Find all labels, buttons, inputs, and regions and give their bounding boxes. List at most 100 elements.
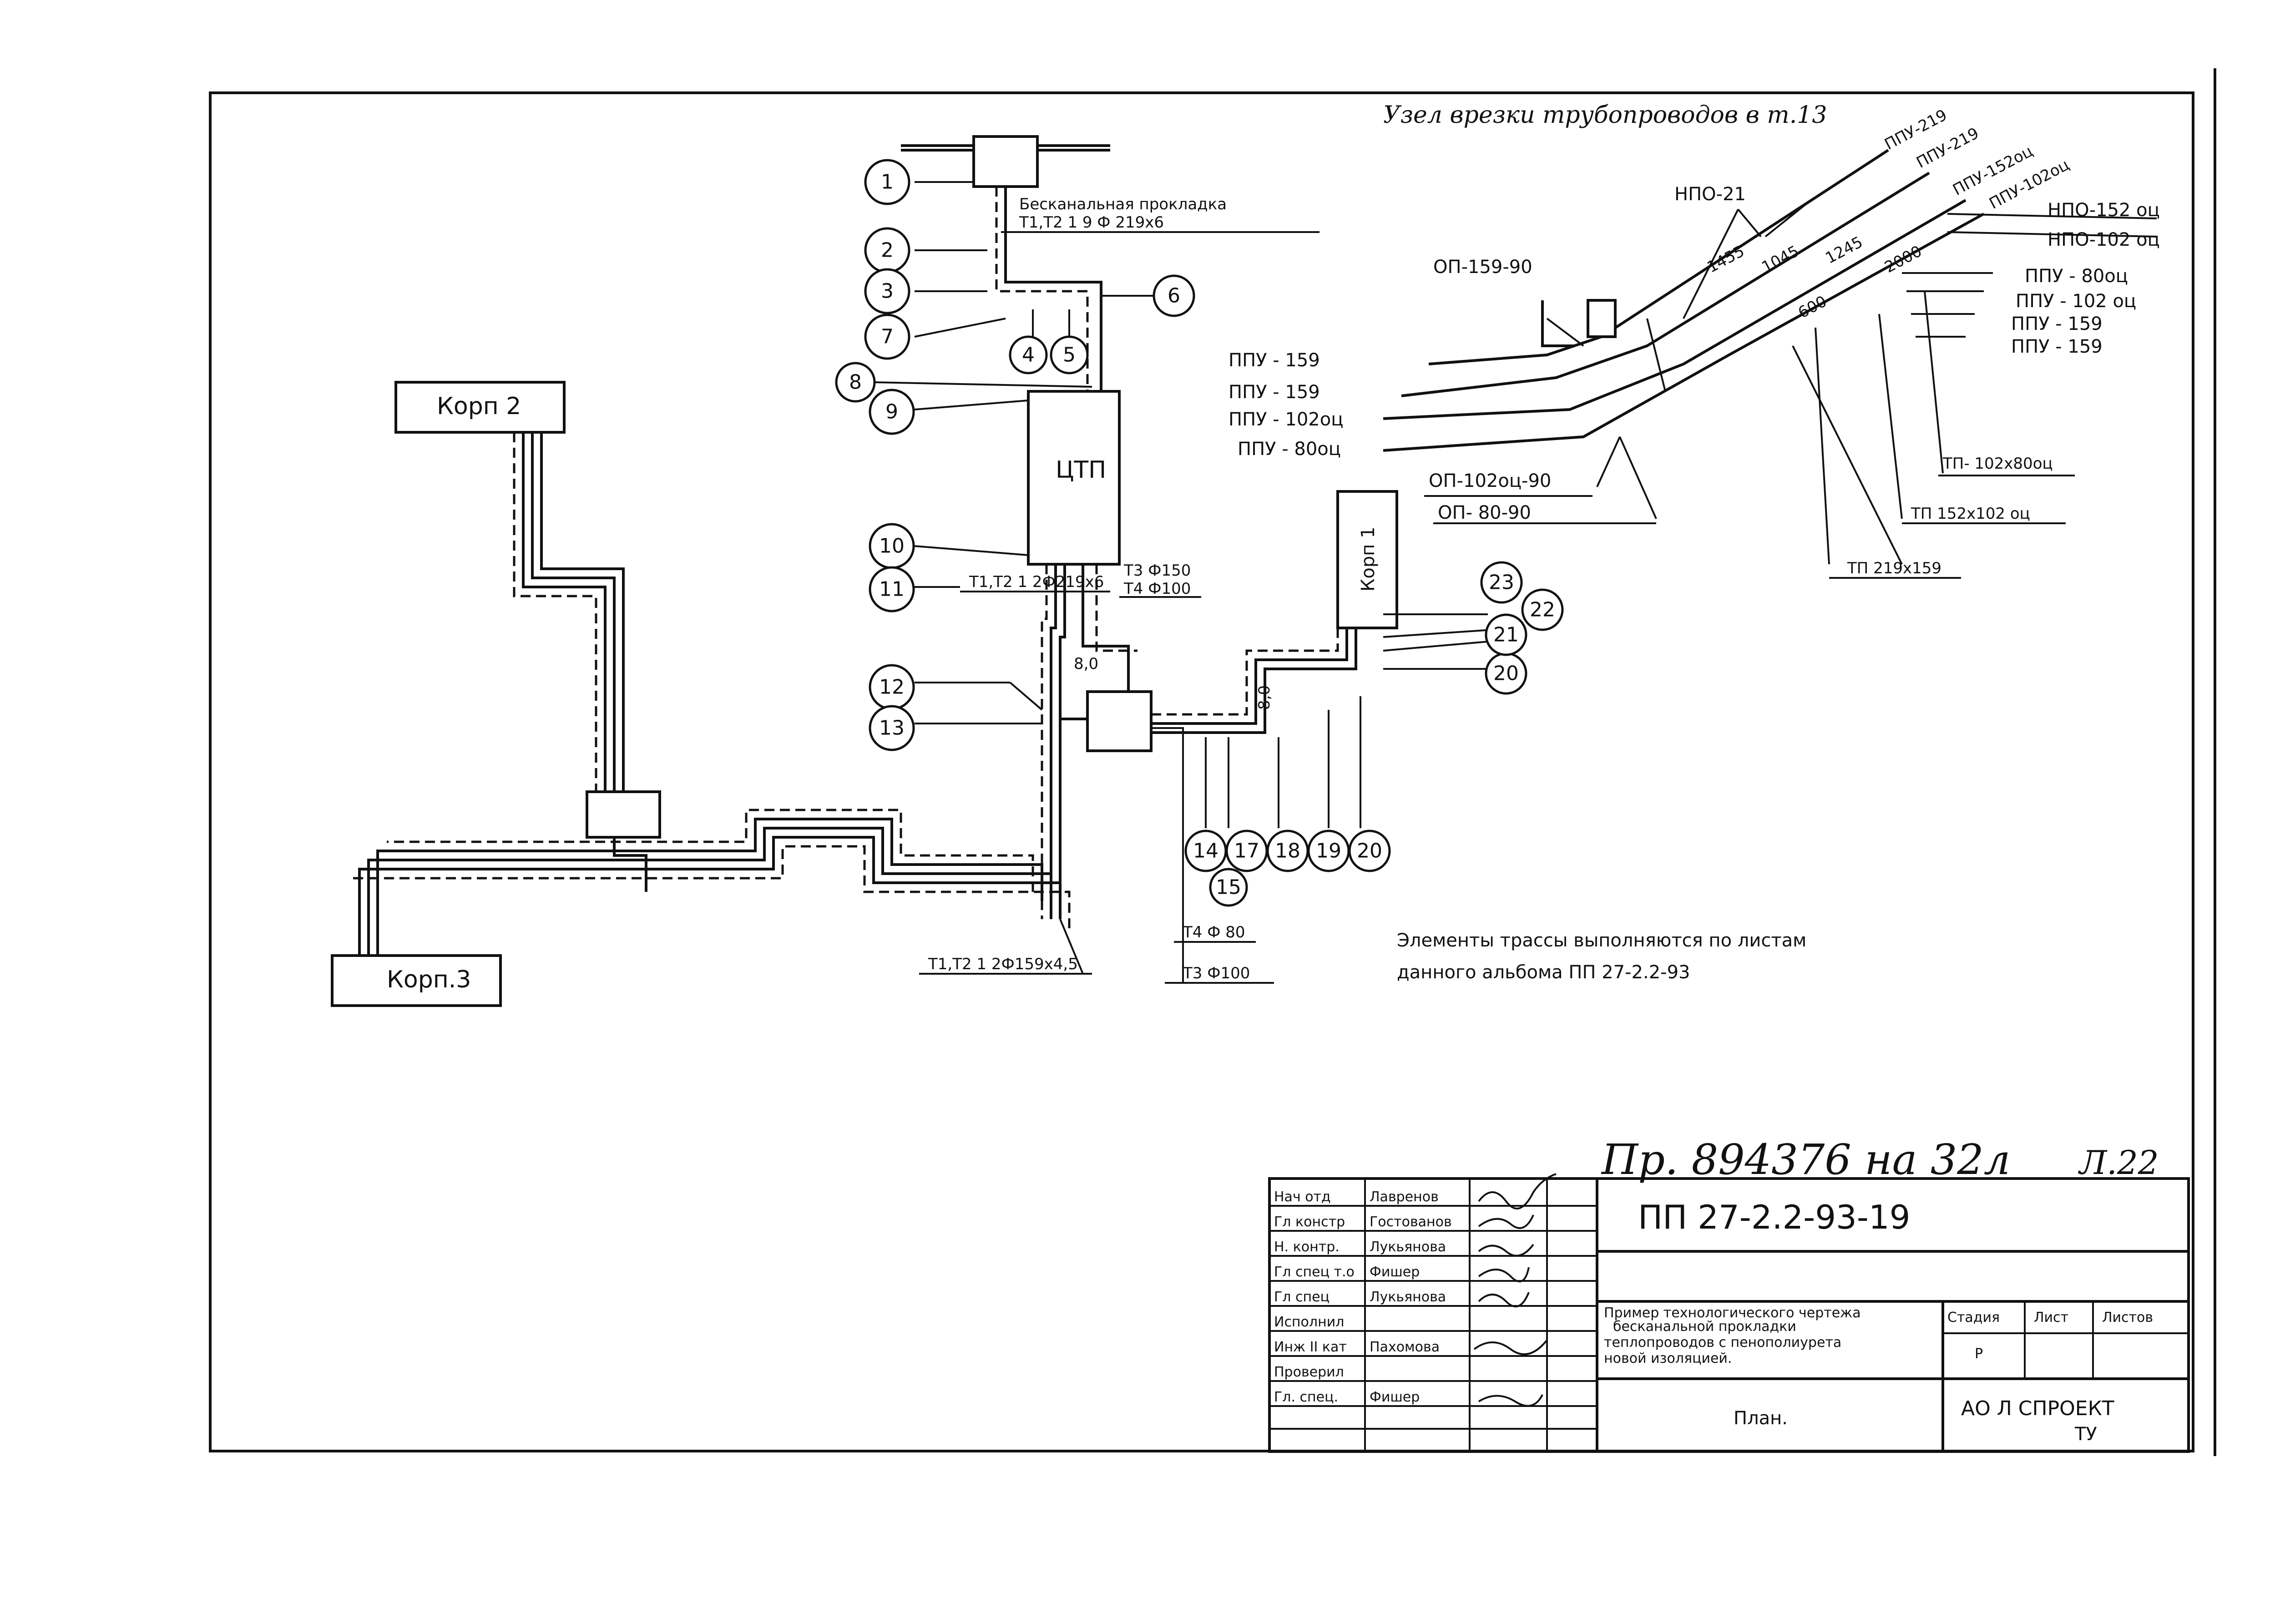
role-8: Гл. спец. xyxy=(1274,1389,1338,1405)
dim-1455: 1455 xyxy=(1704,242,1747,277)
handwritten-inventory-no: Пр. 894376 на 32л xyxy=(1601,1135,2010,1184)
role-1: Гл констр xyxy=(1274,1214,1345,1230)
stage-header: Стадия xyxy=(1947,1310,2000,1326)
callout-3: 3 xyxy=(864,268,910,314)
callout-17: 17 xyxy=(1225,830,1268,872)
detail-title: Узел врезки трубопроводов в т.13 xyxy=(1383,101,1827,129)
name-1: Гостованов xyxy=(1370,1214,1452,1230)
label-op80: ОП- 80-90 xyxy=(1438,502,1531,523)
dim-8-0-a: 8,0 xyxy=(1074,655,1098,673)
label-t4-80: Т4 Ф 80 xyxy=(1183,923,1245,941)
callout-8: 8 xyxy=(835,362,876,403)
svg-text:12: 12 xyxy=(879,676,905,699)
callout-11: 11 xyxy=(869,566,915,612)
svg-text:21: 21 xyxy=(1493,623,1519,647)
korp2-label: Корп 2 xyxy=(437,393,521,420)
label-l-ppu102: ППУ - 102оц xyxy=(1228,409,1343,430)
desc-line-4: новой изоляцией. xyxy=(1604,1351,1732,1366)
stage-value: Р xyxy=(1975,1346,1983,1362)
note-line-2: данного альбома ПП 27-2.2-93 xyxy=(1397,962,1690,983)
callout-23: 23 xyxy=(1480,561,1523,604)
desc-line-2: бесканальной прокладки xyxy=(1613,1319,1796,1335)
svg-text:15: 15 xyxy=(1216,876,1241,899)
detail-pipes xyxy=(1383,149,2157,565)
role-2: Н. контр. xyxy=(1274,1239,1340,1255)
svg-text:6: 6 xyxy=(1168,284,1180,308)
callout-19: 19 xyxy=(1307,830,1350,872)
svg-text:5: 5 xyxy=(1063,344,1076,367)
doc-code: ПП 27-2.2-93-19 xyxy=(1638,1198,1910,1236)
callout-14: 14 xyxy=(1184,830,1227,872)
korp2-chamber xyxy=(586,790,661,839)
org-name-2: ТУ xyxy=(2074,1424,2097,1445)
label-npo102: НПО-102 оц xyxy=(2048,229,2160,250)
route-korp3 xyxy=(350,809,1071,956)
sheet-header: Лист xyxy=(2034,1310,2068,1326)
note-line-1: Элементы трассы выполняются по листам xyxy=(1397,930,1806,951)
svg-text:9: 9 xyxy=(885,400,898,424)
label-t3-150: Т3 Ф150 xyxy=(1123,562,1191,580)
svg-text:2: 2 xyxy=(881,239,894,262)
svg-text:20: 20 xyxy=(1357,840,1382,863)
callout-20-a: 20 xyxy=(1485,652,1527,695)
desc-line-3: теплопроводов с пенополиурета xyxy=(1604,1335,1841,1351)
dim-2000: 2000 xyxy=(1881,242,1925,277)
name-3: Фишер xyxy=(1370,1264,1420,1280)
svg-text:7: 7 xyxy=(881,325,894,349)
title-block xyxy=(1268,1177,2190,1453)
dim-1045: 1045 xyxy=(1759,242,1802,277)
svg-text:3: 3 xyxy=(881,280,894,303)
korp2-building xyxy=(394,381,566,434)
label-spec-ctp: Т1,Т2 1 2Ф219х6 xyxy=(969,573,1104,591)
korp1-label: Корп 1 xyxy=(1358,526,1379,592)
label-spec-bottom: Т1,Т2 1 2Ф159х4,5 xyxy=(928,955,1078,973)
label-l-ppu159-b: ППУ - 159 xyxy=(1228,382,1320,403)
korp3-building xyxy=(331,954,502,1007)
desc-line-1: Пример технологического чертежа xyxy=(1604,1305,1861,1321)
svg-text:11: 11 xyxy=(879,578,905,601)
role-4: Гл спец xyxy=(1274,1289,1330,1305)
callout-13: 13 xyxy=(869,705,915,751)
label-r-ppu80: ППУ - 80оц xyxy=(2025,266,2128,287)
label-tp102: ТП- 102х80оц xyxy=(1942,455,2053,473)
label-r-ppu159-a: ППУ - 159 xyxy=(2011,314,2103,334)
callout-22: 22 xyxy=(1521,588,1564,631)
label-npo152: НПО-152 оц xyxy=(2048,200,2160,221)
org-name: АО Л СПРОЕКТ xyxy=(1961,1397,2114,1420)
sheet-frame xyxy=(209,91,2194,1452)
dim-8-0-b: 8,0 xyxy=(1255,685,1274,710)
signatures xyxy=(1473,1173,1557,1407)
callout-6: 6 xyxy=(1153,274,1195,317)
callout-5: 5 xyxy=(1050,335,1089,374)
callout-2: 2 xyxy=(864,227,910,273)
svg-text:18: 18 xyxy=(1275,840,1300,863)
top-source-box xyxy=(972,135,1039,188)
ctp-label: ЦТП xyxy=(1056,456,1106,484)
junction-box xyxy=(1086,690,1153,752)
korp1-building xyxy=(1336,490,1398,629)
svg-text:23: 23 xyxy=(1489,571,1514,594)
svg-text:17: 17 xyxy=(1234,840,1259,863)
label-op159: ОП-159-90 xyxy=(1433,257,1532,278)
plan-label: План. xyxy=(1734,1408,1788,1429)
svg-text:19: 19 xyxy=(1316,840,1341,863)
label-t4-100: Т4 Ф100 xyxy=(1123,580,1191,598)
callout-15: 15 xyxy=(1209,868,1248,907)
callout-21: 21 xyxy=(1485,613,1527,656)
korp3-label: Корп.3 xyxy=(387,966,471,993)
role-5: Исполнил xyxy=(1274,1314,1344,1330)
svg-text:4: 4 xyxy=(1022,344,1035,367)
label-t3-100: Т3 Ф100 xyxy=(1183,964,1250,982)
name-8: Фишер xyxy=(1370,1389,1420,1405)
callout-4: 4 xyxy=(1009,335,1048,374)
label-r-ppu159-b: ППУ - 159 xyxy=(2011,336,2103,357)
callout-20-b: 20 xyxy=(1348,830,1391,872)
sheets-header: Листов xyxy=(2102,1310,2153,1326)
label-tp152: ТП 152х102 оц xyxy=(1911,505,2030,523)
ctp-building xyxy=(1027,390,1121,566)
label-npo21: НПО-21 xyxy=(1674,184,1746,205)
svg-text:22: 22 xyxy=(1530,598,1555,622)
label-tp219: ТП 219х159 xyxy=(1847,559,1941,577)
role-7: Проверил xyxy=(1274,1364,1344,1380)
